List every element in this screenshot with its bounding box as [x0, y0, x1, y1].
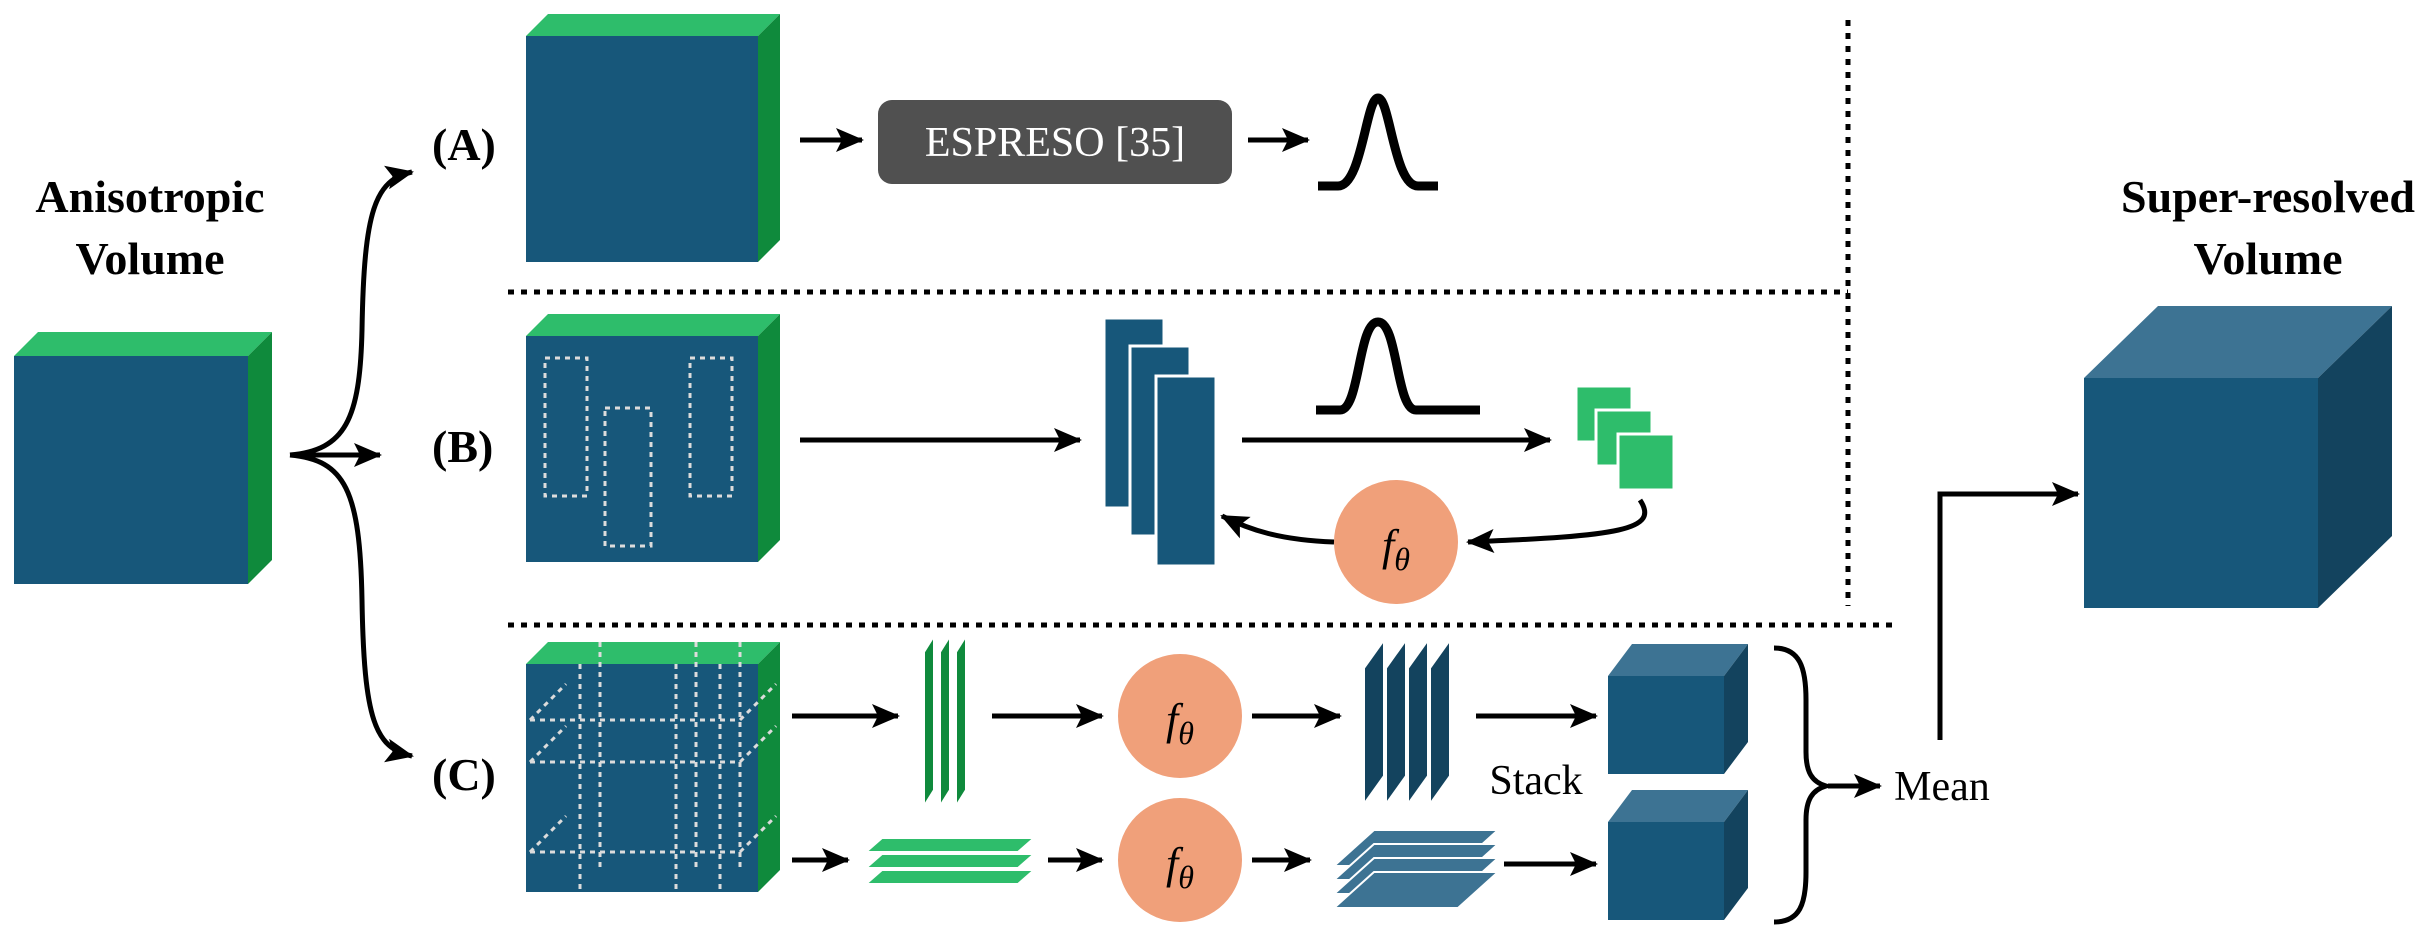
- arrow-patches-to-network: [1466, 498, 1648, 553]
- network-b: [1334, 480, 1458, 604]
- branch-b-slice-stack: [1102, 316, 1218, 568]
- mean-label: Mean: [1894, 764, 1990, 810]
- input-title-line2: Volume: [75, 233, 224, 284]
- arrow-mean-to-output: [1937, 482, 2080, 740]
- combine-brace: [1773, 645, 1836, 925]
- stack-label: Stack: [1489, 758, 1582, 804]
- branch-arrows: [289, 165, 414, 763]
- psf-curve-a: [1318, 93, 1438, 191]
- branch-b-label: (B): [432, 421, 493, 472]
- input-title-line1: Anisotropic: [35, 171, 264, 222]
- arrow-network-to-slices: [1220, 513, 1335, 545]
- output-title-line2: Volume: [2193, 233, 2342, 284]
- section-separators: [508, 20, 1895, 628]
- network-c-bottom: [1118, 798, 1242, 922]
- branch-c-output-cube-bottom: [1608, 790, 1748, 920]
- branch-c-label: (C): [432, 749, 496, 800]
- espreso-label: ESPRESO [35]: [925, 120, 1185, 166]
- anisotropic-volume-cube: [14, 332, 272, 584]
- espreso-box: [878, 100, 1232, 184]
- network-c-top: [1118, 654, 1242, 778]
- psf-curve-b: [1316, 317, 1480, 415]
- branch-c-blue-plates: [1331, 829, 1501, 909]
- branch-c-blue-slices: [1363, 636, 1451, 808]
- branch-a-volume-cube: [526, 14, 780, 262]
- branch-c-output-cube-top: [1608, 644, 1748, 774]
- branch-c-green-plates: [863, 837, 1037, 885]
- branch-c-green-slices: [923, 632, 967, 810]
- branch-c-volume-cube: [526, 642, 780, 892]
- super-resolved-volume-cube: [2084, 306, 2392, 608]
- output-title-line1: Super-resolved: [2121, 171, 2415, 222]
- branch-b-patch-stack: [1574, 384, 1676, 492]
- branch-b-volume-cube: [526, 314, 780, 562]
- branch-a-label: (A): [432, 119, 496, 170]
